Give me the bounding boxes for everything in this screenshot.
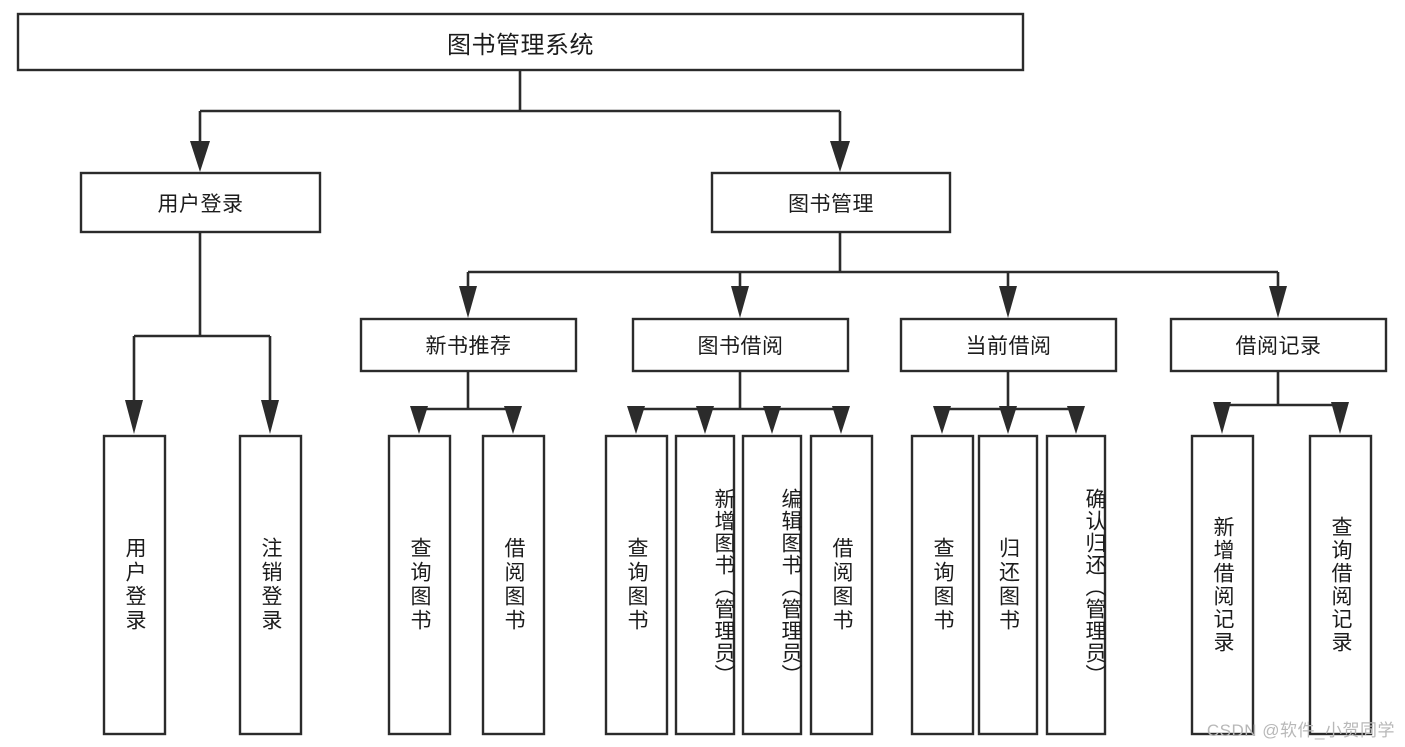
node-box-leaf-query-book-2[interactable] — [604, 434, 669, 736]
connector-group-newbookrec — [410, 371, 522, 434]
node-box-book-borrow[interactable] — [631, 317, 850, 373]
arrowhead-leaf-query-book-1 — [410, 406, 428, 434]
arrowhead-leaf-query-book-3 — [933, 406, 951, 434]
node-box-new-book-rec[interactable] — [359, 317, 578, 373]
connector-group-borrowrecord — [1213, 371, 1349, 434]
arrowhead-leaf-add-record — [1213, 402, 1231, 434]
arrowhead-leaf-borrow-book-2 — [832, 406, 850, 434]
node-box-leaf-query-book-1[interactable] — [387, 434, 452, 736]
arrowhead-leaf-query-book-2 — [627, 406, 645, 434]
arrowhead-bookmanage — [830, 141, 850, 172]
arrowhead-borrowrecord — [1269, 286, 1287, 318]
connector-group-login — [125, 232, 279, 434]
node-box-leaf-user-login[interactable] — [102, 434, 167, 736]
node-box-book-manage[interactable] — [710, 171, 952, 234]
arrowhead-leaf-user-logout — [261, 400, 279, 434]
arrowhead-leaf-return-book — [999, 406, 1017, 434]
node-box-leaf-edit-book[interactable] — [741, 434, 803, 736]
node-box-login[interactable] — [79, 171, 322, 234]
node-box-leaf-borrow-book-2[interactable] — [809, 434, 874, 736]
node-box-borrow-record[interactable] — [1169, 317, 1388, 373]
arrowhead-login — [190, 141, 210, 172]
connector-group-currentborrow — [933, 371, 1085, 434]
arrowhead-leaf-borrow-book-1 — [504, 406, 522, 434]
node-box-leaf-add-record[interactable] — [1190, 434, 1255, 736]
node-box-root[interactable] — [16, 12, 1025, 72]
arrowhead-bookborrow — [731, 286, 749, 318]
arrowhead-leaf-confirm-return — [1067, 406, 1085, 434]
csdn-watermark: CSDN @软件_小贺同学 — [1206, 721, 1395, 740]
arrowhead-leaf-query-record — [1331, 402, 1349, 434]
connector-group-bookmanage — [459, 232, 1287, 318]
connector-group-root — [190, 70, 850, 172]
node-box-leaf-return-book[interactable] — [977, 434, 1039, 736]
arrowhead-leaf-edit-book — [763, 406, 781, 434]
arrowhead-currentborrow — [999, 286, 1017, 318]
node-box-leaf-add-book[interactable] — [674, 434, 736, 736]
arrowhead-leaf-user-login — [125, 400, 143, 434]
node-box-leaf-user-logout[interactable] — [238, 434, 303, 736]
node-box-leaf-query-record[interactable] — [1308, 434, 1373, 736]
arrowhead-leaf-add-book — [696, 406, 714, 434]
connector-group-bookborrow — [627, 371, 850, 434]
arrowhead-newbookrec — [459, 286, 477, 318]
node-box-leaf-confirm-return[interactable] — [1045, 434, 1107, 736]
node-box-leaf-query-book-3[interactable] — [910, 434, 975, 736]
node-box-current-borrow[interactable] — [899, 317, 1118, 373]
node-box-leaf-borrow-book-1[interactable] — [481, 434, 546, 736]
